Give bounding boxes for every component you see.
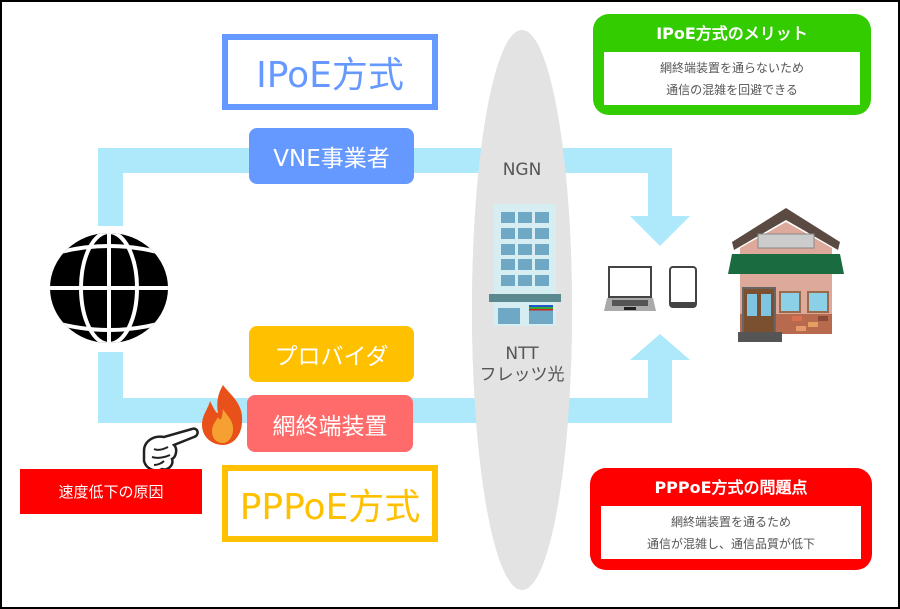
ntt-label-line2: フレッツ光: [479, 365, 565, 385]
ntt-label-line1: NTT: [505, 344, 539, 364]
pppoe-title: PPPoE方式: [222, 465, 438, 542]
pppoe-problem-panel: PPPoE方式の問題点 網終端装置を通るため 通信が混雑し、通信品質が低下: [590, 468, 872, 570]
ipoe-title: IPoE方式: [222, 34, 438, 110]
pppoe-arrow-up: [630, 334, 690, 360]
ngn-label: NGN: [502, 160, 542, 180]
speed-drop-cause-label: 速度低下の原因: [20, 469, 202, 514]
tablet-icon: [669, 266, 697, 308]
pointing-hand-icon: [142, 427, 199, 472]
pppoe-provider-label: プロバイダ: [249, 326, 414, 382]
house-icon: [728, 208, 844, 342]
pppoe-problem-heading: PPPoE方式の問題点: [654, 478, 808, 497]
ipoe-merit-line: 網終端装置を通らないため: [659, 60, 804, 75]
pppoe-pipe-right-vertical: [648, 358, 672, 423]
ipoe-merit-panel: IPoE方式のメリット 網終端装置を通らないため 通信の混雑を回避できる: [593, 14, 871, 115]
building-icon: [489, 204, 561, 326]
pppoe-problem-body: 網終端装置を通るため 通信が混雑し、通信品質が低下: [601, 506, 861, 559]
fire-icon: [202, 385, 243, 445]
vne-provider-label: VNE事業者: [249, 128, 414, 184]
laptop-icon: [604, 266, 656, 311]
ipoe-merit-line: 通信の混雑を回避できる: [666, 82, 798, 97]
ipoe-merit-body: 網終端装置を通らないため 通信の混雑を回避できる: [604, 52, 860, 105]
pppoe-problem-line: 通信が混雑し、通信品質が低下: [646, 536, 815, 551]
globe-icon: [50, 233, 168, 343]
ipoe-arrow-down: [630, 216, 690, 246]
ipoe-pipe-right-vertical: [648, 148, 672, 218]
network-termination-device-label: 網終端装置: [247, 395, 413, 452]
pppoe-problem-line: 網終端装置を通るため: [670, 514, 791, 529]
ntt-flets-label: NTT フレッツ光: [462, 344, 582, 386]
ipoe-merit-heading: IPoE方式のメリット: [656, 24, 808, 43]
